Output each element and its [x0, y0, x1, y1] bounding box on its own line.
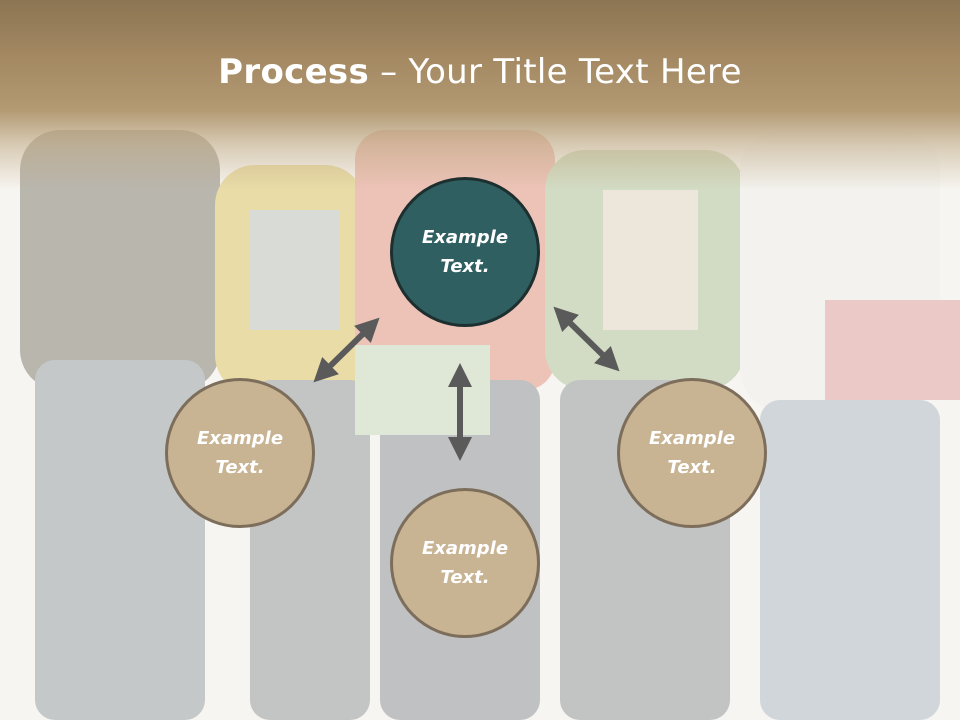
- process-node-right: Example Text.: [617, 378, 767, 528]
- arrow-top-left: [313, 317, 380, 383]
- slide-title-bold: Process: [218, 52, 370, 92]
- slide-title-rest: – Your Title Text Here: [369, 52, 742, 92]
- process-node-bottom-text: Example Text.: [421, 538, 509, 588]
- process-node-left: Example Text.: [165, 378, 315, 528]
- title-banner: [0, 0, 960, 190]
- process-node-left-text: Example Text.: [196, 428, 284, 478]
- process-node-right-text: Example Text.: [648, 428, 736, 478]
- process-node-center: Example Text.: [390, 177, 540, 327]
- process-node-center-text: Example Text.: [421, 227, 509, 277]
- process-node-bottom: Example Text.: [390, 488, 540, 638]
- arrow-top-right: [553, 306, 620, 372]
- slide-title: Process – Your Title Text Here: [0, 52, 960, 92]
